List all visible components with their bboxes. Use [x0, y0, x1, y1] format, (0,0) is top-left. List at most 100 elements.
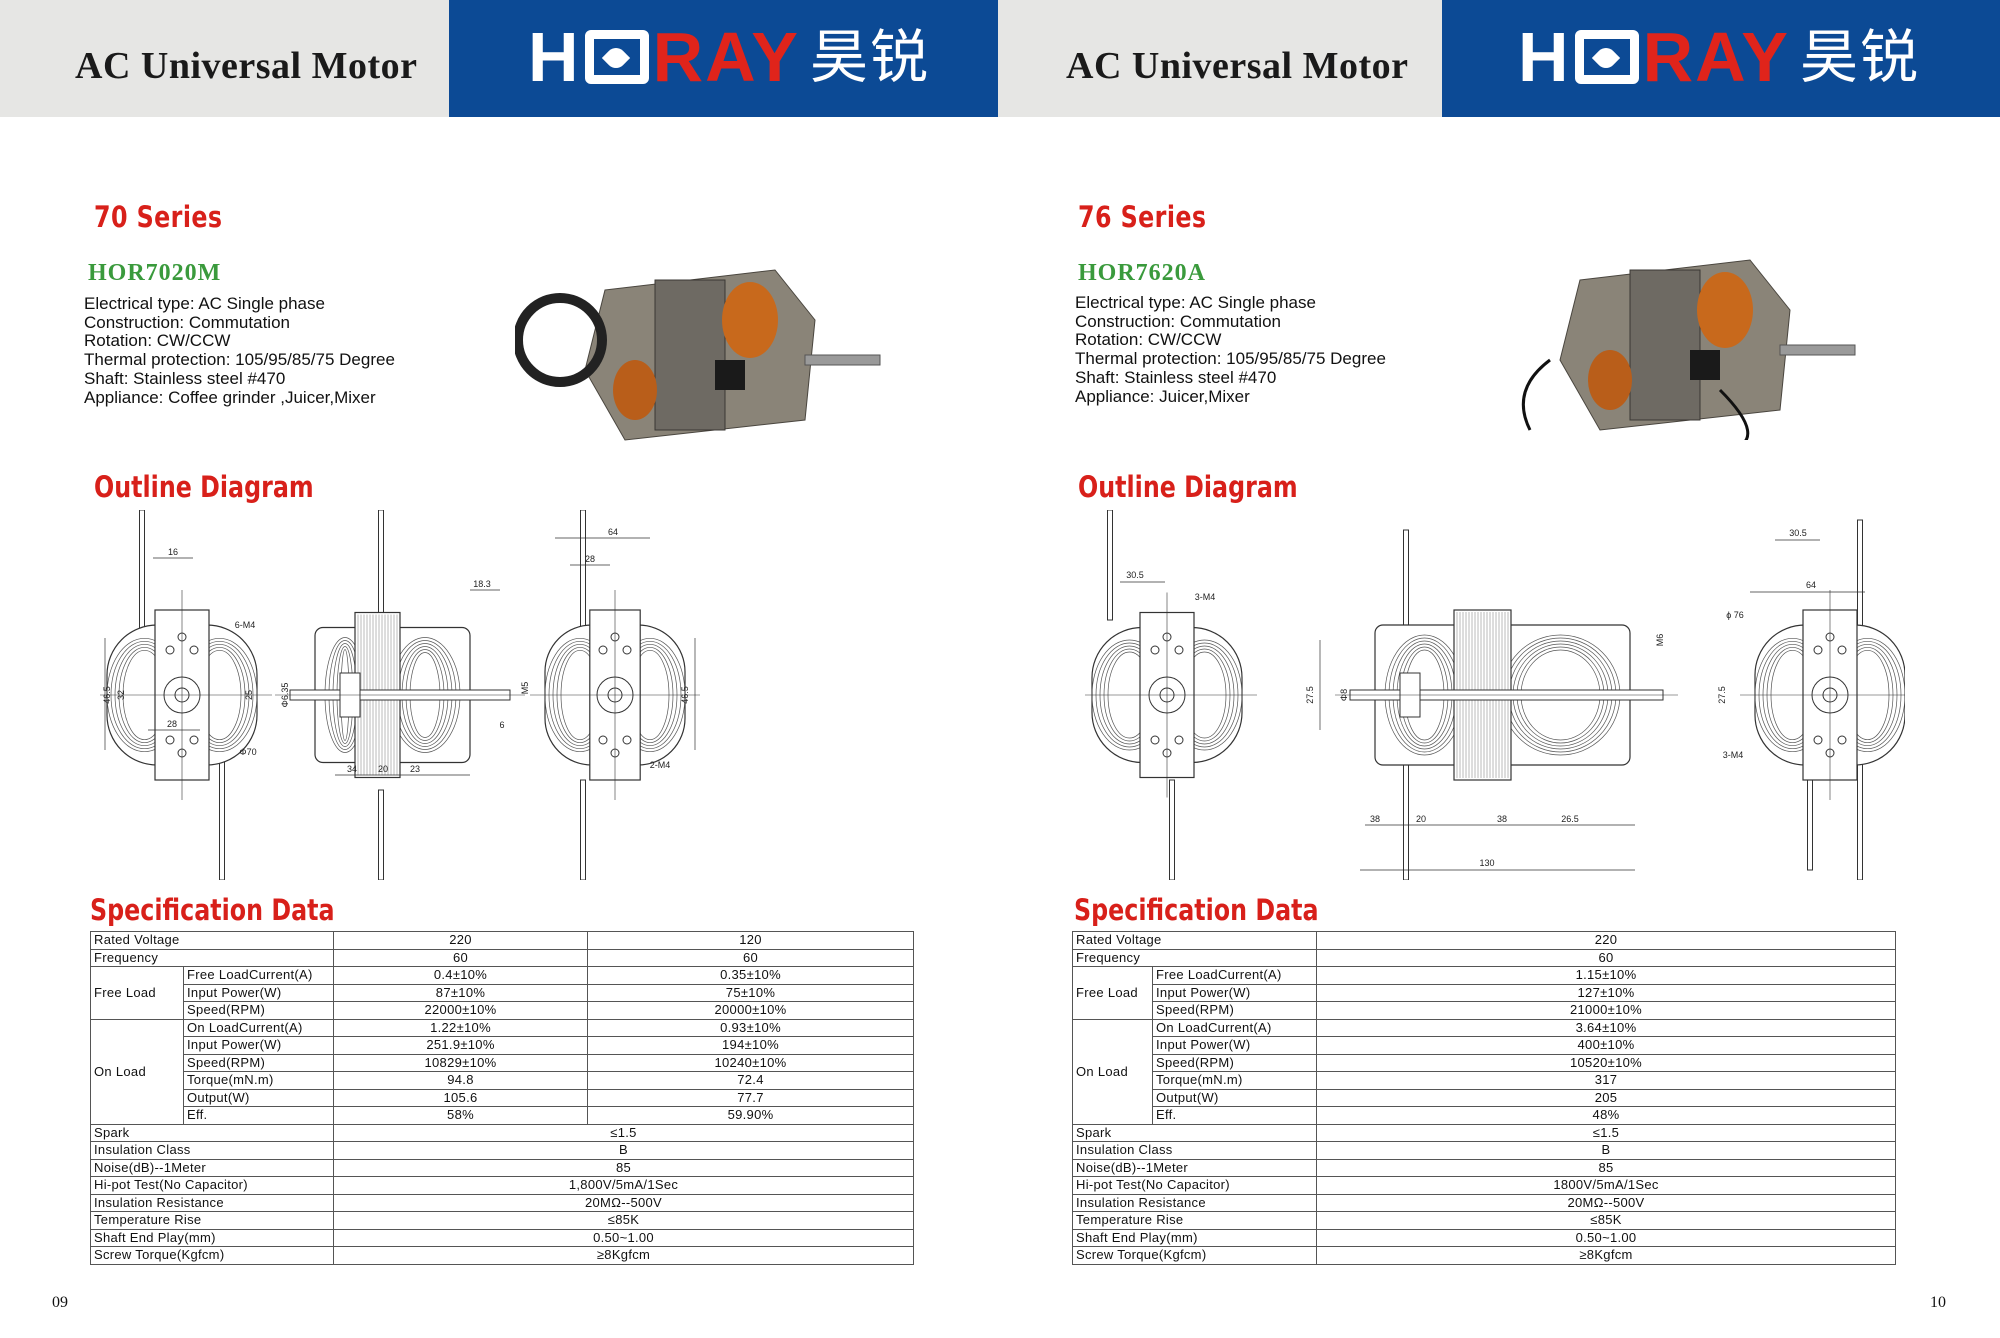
- row-label: Speed(RPM): [182, 1053, 335, 1072]
- cell-value: 1.22±10%: [333, 1018, 589, 1037]
- screw-hole: [165, 735, 175, 745]
- table-row: Shaft End Play(mm)0.50~1.00: [1071, 1228, 1897, 1247]
- cell-value: 60: [1316, 948, 1897, 967]
- table-row: Input Power(W)87±10%75±10%: [91, 983, 915, 1002]
- spec-line: Thermal protection: 105/95/85/75 Degree: [84, 350, 395, 370]
- logo-text: RAY: [652, 18, 800, 96]
- dimension-label: 3-M4: [1195, 592, 1216, 602]
- cell-value: 251.9±10%: [333, 1036, 589, 1055]
- screw-hole: [1837, 645, 1847, 655]
- screw-hole: [622, 645, 632, 655]
- cell-value: 220: [333, 931, 589, 950]
- dimension-label: 28: [167, 719, 177, 729]
- cell-value: 22000±10%: [333, 1001, 589, 1020]
- header-title: AC Universal Motor: [75, 45, 418, 87]
- cell-value: 10240±10%: [587, 1053, 915, 1072]
- table-row: Input Power(W)127±10%: [1073, 983, 1897, 1002]
- cell-value: B: [1316, 1141, 1897, 1160]
- cell-value: 0.93±10%: [587, 1018, 915, 1037]
- row-label: Screw Torque(Kgfcm): [1071, 1246, 1318, 1265]
- row-label: Frequency: [89, 948, 335, 967]
- cell-value: 60: [587, 948, 915, 967]
- row-label: Speed(RPM): [1151, 1001, 1318, 1020]
- group-label: Free Load: [90, 966, 184, 1020]
- brush-holder-image: [1690, 350, 1720, 380]
- dimension-label: 27.5: [1717, 686, 1727, 704]
- cell-value: 10829±10%: [333, 1053, 589, 1072]
- row-label: Insulation Resistance: [89, 1193, 335, 1212]
- dimension-label: 46.5: [102, 686, 112, 704]
- table-row: Speed(RPM)22000±10%20000±10%: [91, 1001, 915, 1020]
- screw-hole: [1150, 735, 1160, 745]
- motor-photo: [1521, 259, 1856, 440]
- cell-value: 120: [587, 931, 915, 950]
- row-label: Torque(mN.m): [1151, 1071, 1318, 1090]
- logo-banner: [449, 0, 998, 117]
- row-label: Hi-pot Test(No Capacitor): [1071, 1176, 1318, 1195]
- dimension-label: 16: [168, 547, 178, 557]
- lead-wire: [219, 759, 225, 880]
- dimension-label: Φ6.35: [280, 683, 290, 708]
- shaft-image: [1779, 344, 1856, 356]
- logo-chinese: 昊锐: [1799, 23, 1920, 91]
- cell-value: 400±10%: [1316, 1036, 1897, 1055]
- table-row: Temperature Rise≤85K: [1071, 1211, 1897, 1230]
- fan-image: [515, 293, 607, 387]
- screw-hole: [622, 735, 632, 745]
- series-title: 76 Series: [1078, 200, 1207, 234]
- screw-hole: [1813, 645, 1823, 655]
- row-label: Insulation Class: [1071, 1141, 1318, 1160]
- cell-value: 59.90%: [587, 1106, 915, 1125]
- cell-value: ≤1.5: [333, 1123, 915, 1142]
- row-label: Rated Voltage: [89, 931, 335, 950]
- group-label: On Load: [1072, 1018, 1153, 1125]
- screw-hole: [189, 735, 199, 745]
- motor-photo: [515, 269, 881, 441]
- dimension-label: 27.5: [1305, 686, 1315, 704]
- header-panel: [998, 0, 1442, 117]
- cell-value: 3.64±10%: [1316, 1018, 1897, 1037]
- table-row: Spark≤1.5: [1071, 1123, 1897, 1142]
- row-label: On LoadCurrent(A): [182, 1018, 335, 1037]
- dimension-label: M6: [1655, 634, 1665, 647]
- dimension-label: 64: [1806, 580, 1816, 590]
- row-label: Free LoadCurrent(A): [1151, 966, 1318, 985]
- cell-value: 75±10%: [587, 983, 915, 1002]
- screw-hole: [165, 645, 175, 655]
- cell-value: 194±10%: [587, 1036, 915, 1055]
- spec-data-title: Specification Data: [1074, 893, 1319, 927]
- table-row: Input Power(W)251.9±10%194±10%: [91, 1036, 915, 1055]
- cell-value: 1.15±10%: [1316, 966, 1897, 985]
- logo-text: H: [1518, 18, 1571, 96]
- dimension-label: 46.5: [680, 686, 690, 704]
- model-number: HOR7620A: [1078, 260, 1206, 286]
- spec-line: Electrical type: AC Single phase: [1075, 293, 1316, 312]
- dimension-label: 26.5: [1561, 814, 1579, 824]
- group-label: On Load: [90, 1018, 184, 1125]
- row-label: Shaft End Play(mm): [1071, 1228, 1318, 1247]
- cell-value: 105.6: [333, 1088, 589, 1107]
- row-label: Eff.: [1151, 1106, 1318, 1125]
- spec-line: Shaft: Stainless steel #470: [84, 368, 286, 388]
- cell-value: 77.7: [587, 1088, 915, 1107]
- dimension-label: M5: [520, 682, 530, 695]
- stator-image: [654, 279, 726, 431]
- shaft-image: [804, 354, 881, 366]
- spec-line: Appliance: Juicer,Mixer: [1075, 386, 1250, 406]
- screw-hole: [1837, 735, 1847, 745]
- spec-line: Construction: Commutation: [84, 312, 290, 332]
- row-label: Input Power(W): [182, 983, 335, 1002]
- dimension-label: 25: [244, 690, 254, 700]
- spec-list: Electrical type: AC Single phase Constru…: [1075, 293, 1386, 406]
- lead-wire-image: [1521, 358, 1750, 440]
- cell-value: ≥8Kgfcm: [333, 1246, 915, 1265]
